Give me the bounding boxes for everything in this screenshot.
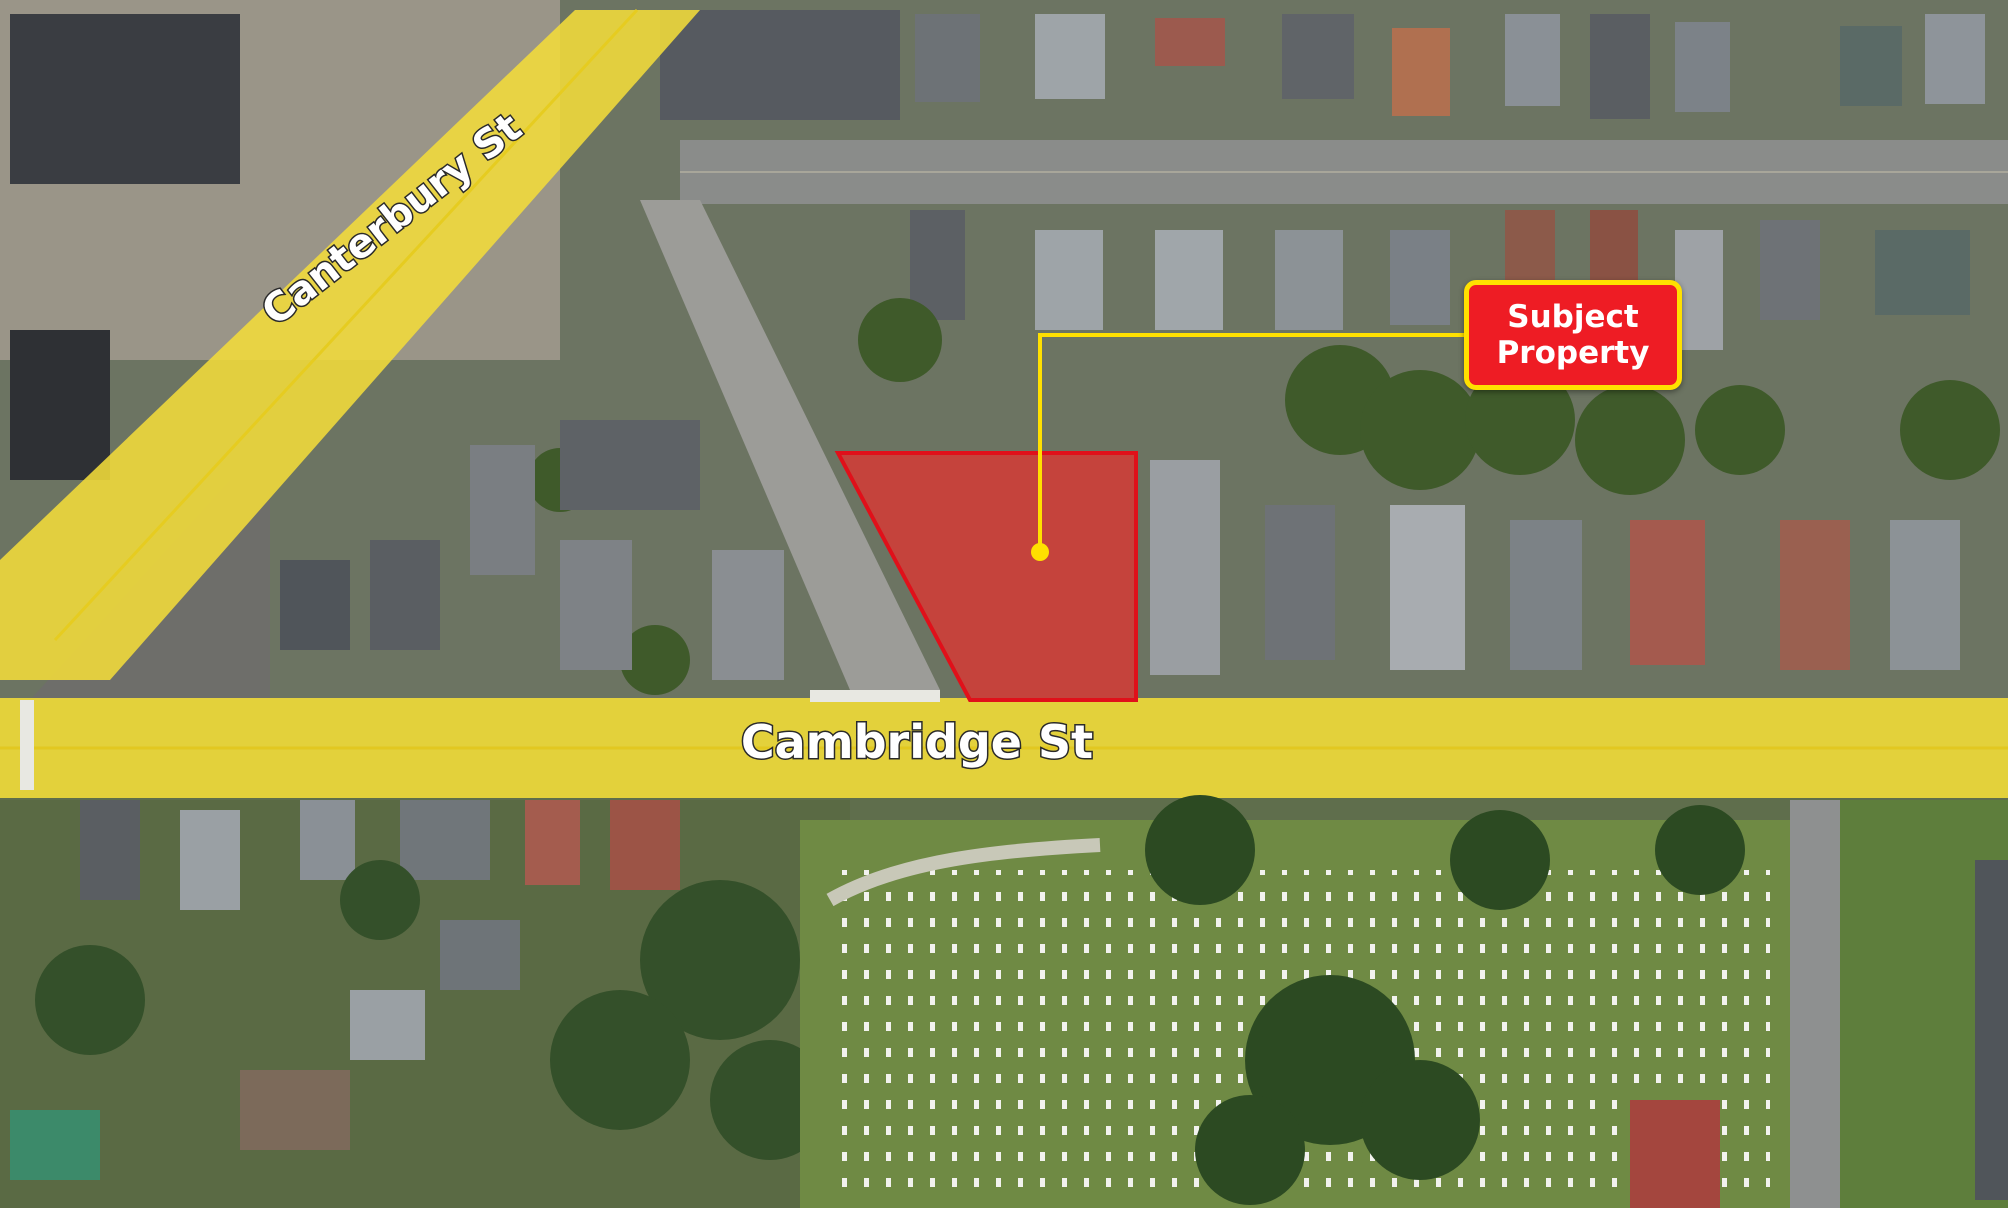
crosswalk	[810, 690, 940, 702]
industrial-building	[10, 14, 240, 184]
cemetery-path	[826, 838, 1101, 907]
house-row-south	[910, 210, 1970, 350]
house-row-cambridge-north	[280, 420, 1960, 680]
subject-property-parcel[interactable]	[834, 451, 1138, 702]
callout-line-2: Property	[1496, 335, 1650, 371]
industrial-building	[660, 10, 900, 120]
house-row-north	[915, 14, 1985, 119]
street-label-cambridge: Cambridge St	[741, 715, 1093, 769]
tree-canopy-cemetery	[1145, 795, 1745, 1205]
side-lane	[640, 200, 940, 690]
subject-property-callout[interactable]: Subject Property	[1464, 280, 1682, 390]
building-east-edge	[1975, 860, 2008, 1200]
crosswalk	[20, 700, 34, 790]
industrial-building	[10, 330, 110, 480]
tree-canopy	[528, 298, 2000, 695]
canterbury-st-centerline	[53, 8, 639, 642]
east-side-street	[1790, 800, 1840, 1208]
canterbury-st-road	[0, 10, 700, 680]
callout-leader-line	[1038, 333, 1466, 552]
subject-property-marker[interactable]	[1031, 543, 1049, 561]
callout-line-1: Subject	[1507, 299, 1639, 335]
house-row-south-west	[10, 800, 680, 1180]
house-south-east	[1630, 1100, 1720, 1208]
